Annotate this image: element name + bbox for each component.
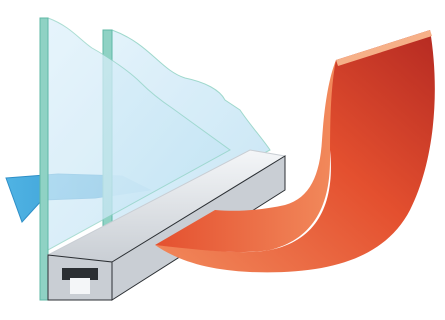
front-glass-edge: [40, 18, 48, 300]
spacer-slot-inner: [70, 278, 90, 294]
